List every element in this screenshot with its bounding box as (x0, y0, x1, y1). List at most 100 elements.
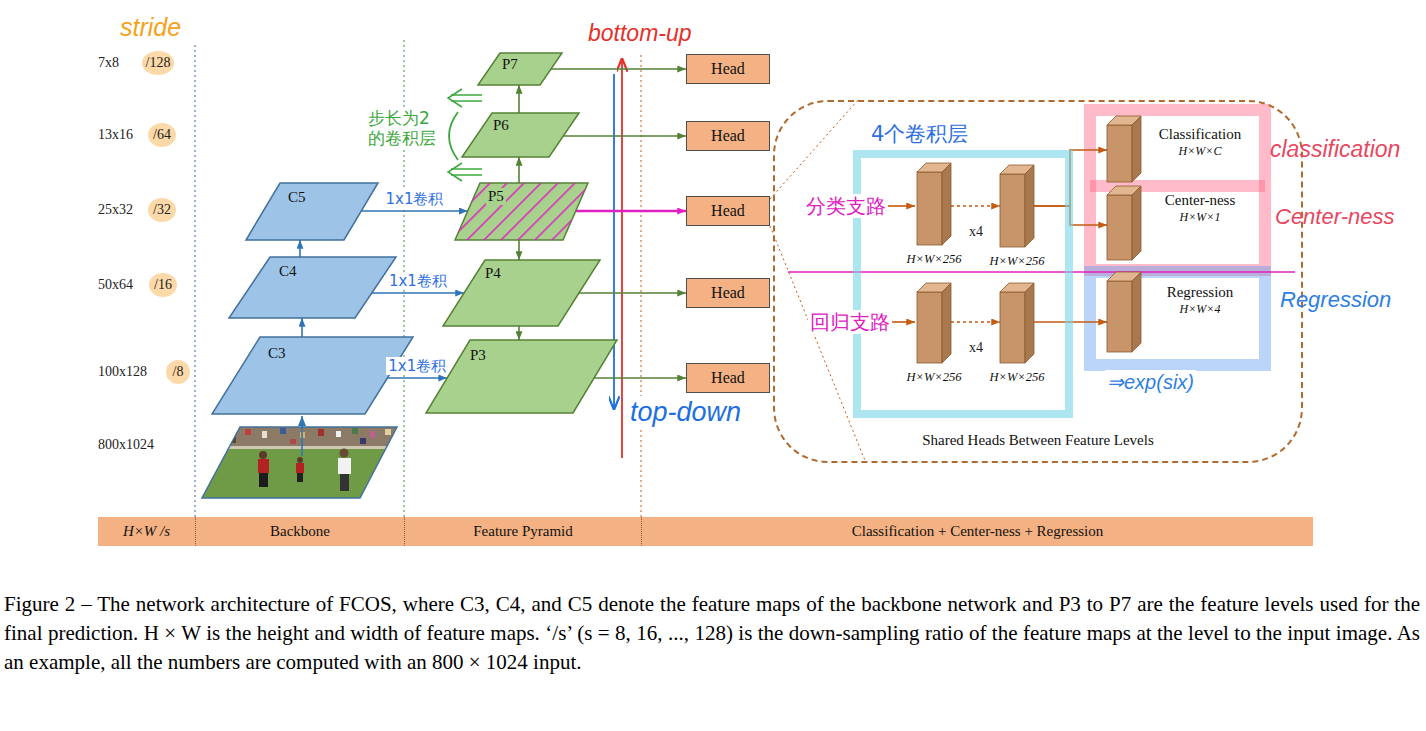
map-shape (462, 113, 579, 157)
pyramid-level: P4 (443, 260, 600, 326)
branch-note: 回归支路 (808, 310, 892, 334)
connector (301, 318, 303, 337)
map-shape (246, 183, 378, 240)
edge-label-anchor: 1x1卷积 (384, 190, 446, 208)
connector (518, 85, 520, 113)
edge-label-anchor: 1x1卷积 (387, 272, 449, 290)
parallelogram-outline (478, 53, 562, 85)
crowd-dot (262, 431, 267, 438)
label-anchor: ⇒exp(six) (1105, 370, 1196, 394)
stage-band: Feature Pyramid (404, 517, 641, 546)
level-name: C3 (268, 345, 286, 362)
parallelogram-outline (229, 257, 396, 318)
bottom-up-note: bottom-up (588, 20, 692, 48)
stage-band: Classification + Center-ness + Regressio… (641, 517, 1313, 546)
head-box: Head (686, 54, 770, 84)
connector (576, 210, 686, 213)
bracket (449, 112, 458, 160)
tensor-shape: H×W×256 (906, 370, 961, 384)
tensor-side (1132, 272, 1141, 352)
connector (951, 321, 1000, 323)
output-tensor: RegressionH×W×4 (1107, 272, 1141, 352)
stage-label: Backbone (270, 523, 330, 540)
map-size: 7x8 (98, 55, 119, 72)
tensor-shape: H×W×4 (1180, 303, 1221, 317)
parallelogram-outline (212, 337, 413, 414)
exp-note: ⇒exp(six) (1105, 370, 1196, 394)
label-anchor: stride (120, 12, 181, 42)
backbone-map: C3 (212, 337, 413, 414)
double-arrow (448, 89, 462, 107)
leader-arrow (891, 321, 915, 323)
top-down-arrow (613, 74, 615, 410)
output-tensor: Center-nessH×W×1 (1107, 186, 1141, 260)
region-title: Shared Heads Between Feature Levels (922, 432, 1154, 449)
connector (518, 157, 520, 183)
input-arrow (301, 416, 303, 456)
highlight-box (1090, 110, 1265, 270)
map-size: 13x16 (98, 127, 133, 144)
label-anchor: /64 (153, 127, 171, 144)
level-name: P5 (486, 188, 506, 205)
stage-label: Classification + Center-ness + Regressio… (852, 523, 1104, 540)
map-shape (478, 53, 562, 85)
separator-line (641, 55, 642, 517)
head-box: Head (686, 196, 770, 226)
stage-label: Feature Pyramid (473, 523, 573, 540)
label-anchor: 25x32 (98, 202, 133, 219)
tensor-outline (1000, 283, 1034, 363)
player-legs (297, 473, 303, 482)
stride-value: /16 (154, 277, 172, 294)
label-anchor: Regression (1280, 287, 1391, 313)
tensor-side (942, 163, 951, 245)
output-name: Regression (1167, 284, 1234, 301)
tensor-shape: H×W×C (1179, 145, 1222, 159)
tensor-outline (917, 163, 951, 245)
stride-value: /64 (153, 127, 171, 144)
crowd-dot (385, 429, 391, 435)
label-anchor: 800x1024 (98, 437, 154, 454)
tensor-front (1000, 174, 1025, 247)
highlight-circle (148, 198, 176, 222)
map-size: 800x1024 (98, 437, 154, 454)
parallelogram-outline (426, 340, 617, 413)
map-shape (443, 260, 600, 326)
label-anchor: 7x8 (98, 55, 119, 72)
highlight-circle (148, 123, 176, 147)
output-highlights (1090, 110, 1265, 365)
head-label: Head (711, 202, 745, 220)
separator-line (195, 45, 196, 517)
player-legs (259, 473, 268, 487)
feature-tensor: H×W×256 (917, 163, 951, 245)
player-head (259, 451, 267, 459)
double-arrow (451, 94, 482, 96)
label-anchor: /8 (173, 364, 184, 381)
parallelogram-outline (443, 260, 600, 326)
level-name: P4 (485, 265, 501, 282)
pyramid-level: P6 (462, 113, 579, 157)
pyramid-level: P7 (478, 53, 562, 85)
player-head (340, 449, 349, 458)
level-name: P3 (470, 347, 486, 364)
label-anchor: 回归支路 (808, 310, 892, 334)
crowd-dot (352, 428, 358, 434)
bottom-up-arrow (621, 58, 623, 458)
tensor-side (1132, 186, 1141, 260)
player-body (296, 463, 304, 473)
label-anchor: 13x16 (98, 127, 133, 144)
level-name: P6 (493, 117, 509, 134)
head-label: Head (711, 369, 745, 387)
label-anchor: 50x64 (98, 277, 133, 294)
zoom-line (770, 226, 866, 463)
double-arrow (451, 168, 482, 170)
highlight-box (1090, 272, 1265, 365)
double-arrow (451, 100, 482, 102)
shared-head-region: Shared Heads Between Feature Levels4个卷积层… (773, 100, 1303, 463)
crowd-dot (370, 431, 375, 438)
map-shape (426, 340, 617, 413)
tensor-front (917, 172, 942, 245)
parallelogram-outline (246, 183, 378, 240)
connector (518, 326, 520, 340)
output-name: Center-ness (1165, 192, 1236, 209)
